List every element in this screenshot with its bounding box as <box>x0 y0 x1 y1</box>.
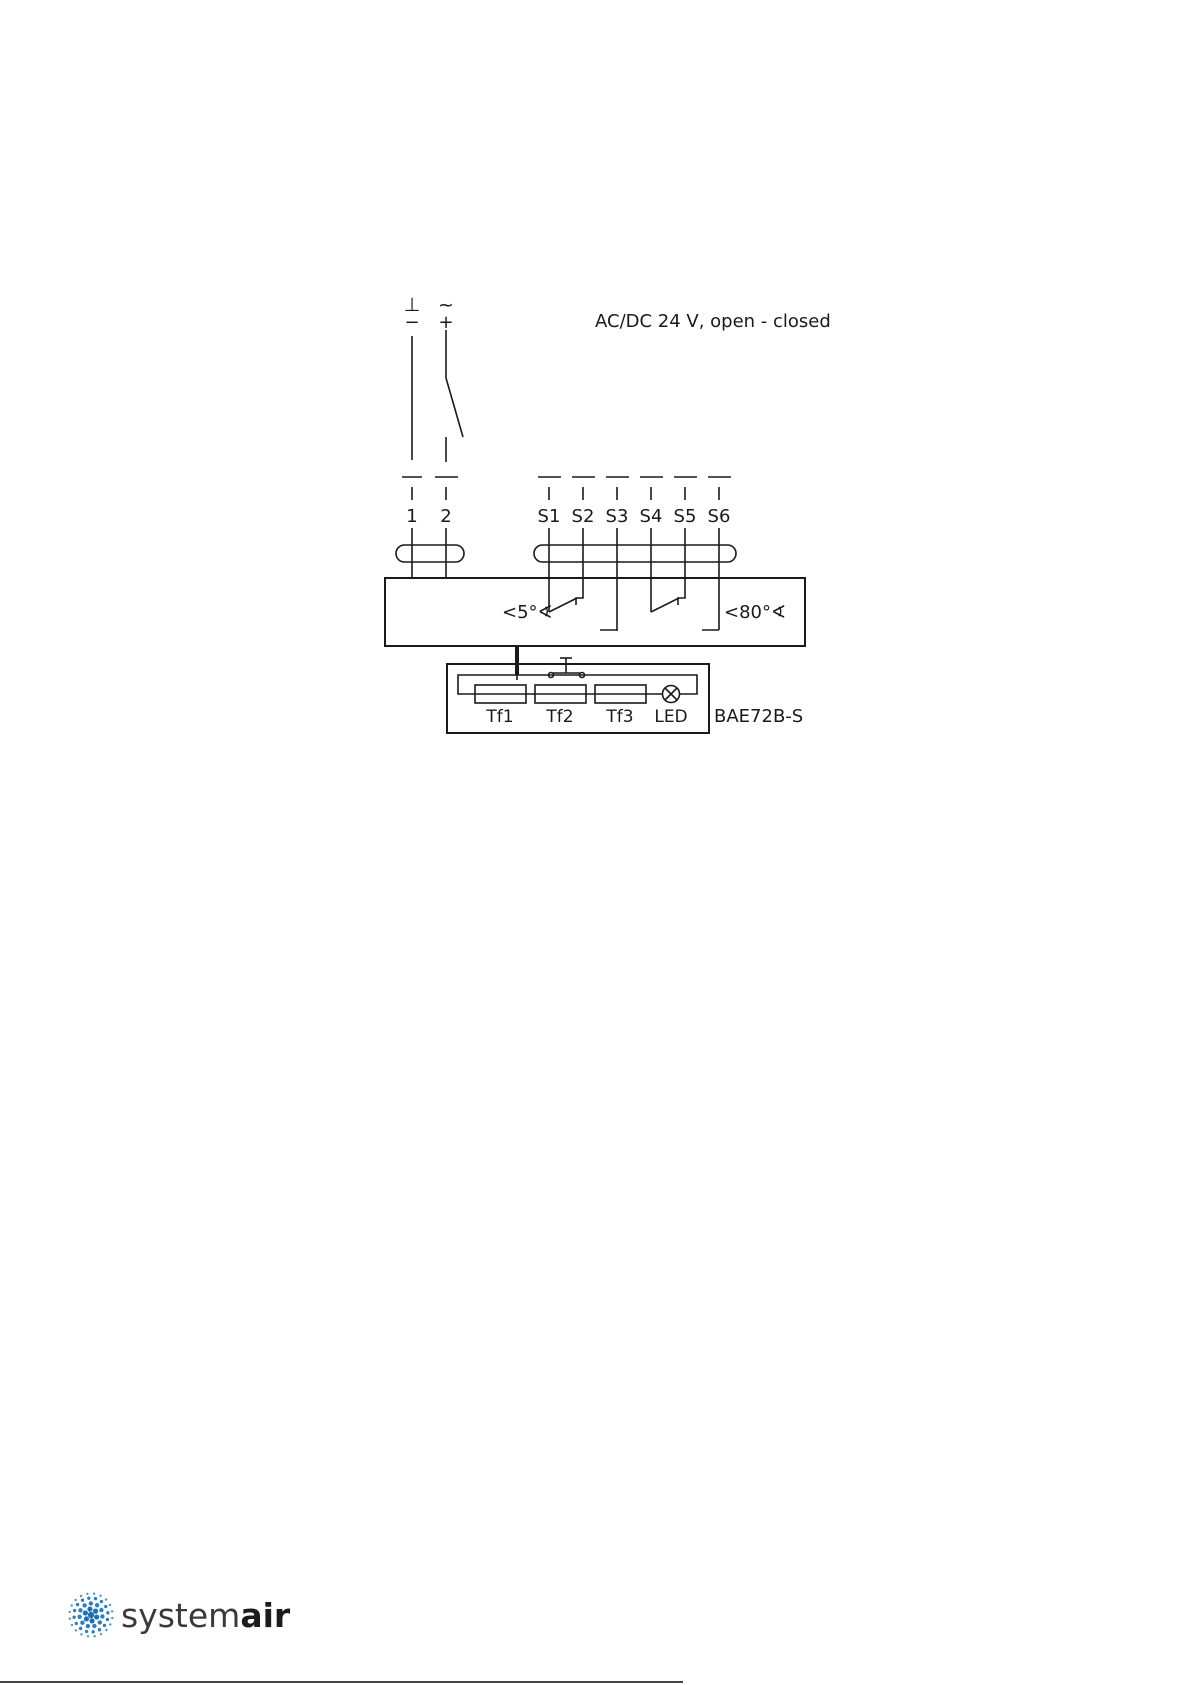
component-label: Tf3 <box>605 707 633 727</box>
systemair-dots-icon <box>68 1592 114 1638</box>
terminal-label: S4 <box>640 506 663 527</box>
switch-cable-sleeve <box>534 545 736 562</box>
module-name: BAE72B-S <box>714 706 803 727</box>
component-label: Tf2 <box>545 707 573 727</box>
brand-name: systemair <box>121 1596 290 1635</box>
angle-high-label: <80°∢ <box>724 602 786 623</box>
minus-symbol: − <box>404 312 419 333</box>
terminal-label: 1 <box>406 506 417 527</box>
terminal-label: S5 <box>674 506 697 527</box>
terminal-label: S3 <box>606 506 629 527</box>
terminal-label: S6 <box>708 506 731 527</box>
terminal-label: S1 <box>538 506 561 527</box>
plus-symbol: + <box>438 312 453 333</box>
aux-switch-2 <box>651 598 679 612</box>
power-cable-sleeve <box>396 545 464 562</box>
terminal-label: S2 <box>572 506 595 527</box>
component-label: Tf1 <box>485 707 513 727</box>
supply-title: AC/DC 24 V, open - closed <box>595 311 831 332</box>
systemair-logo: systemair <box>68 1592 290 1638</box>
component-label: LED <box>654 707 687 727</box>
supply-switch <box>446 378 463 437</box>
aux-switch-1 <box>549 598 577 612</box>
footer-rule <box>0 1681 683 1683</box>
angle-low-label: <5°∢ <box>502 602 553 623</box>
terminal-label: 2 <box>440 506 451 527</box>
